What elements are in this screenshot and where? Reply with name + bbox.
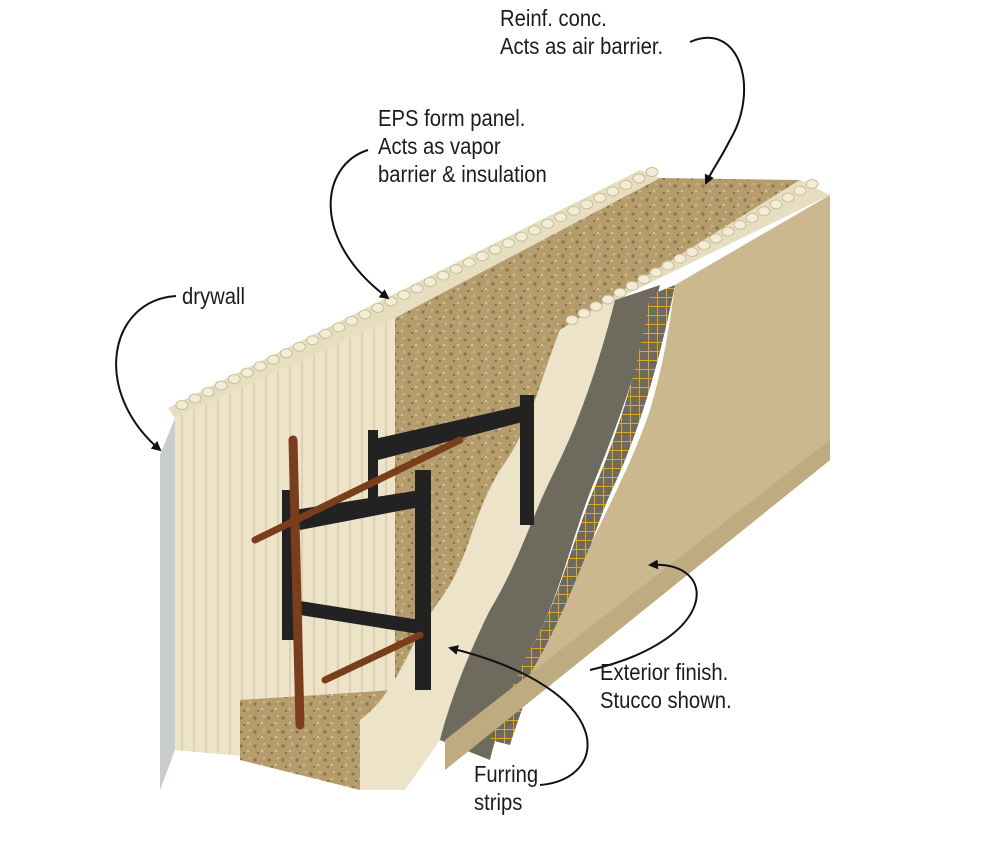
label-furring-strips: Furring strips (474, 760, 538, 816)
leader-arrow-reinforced-concrete (689, 36, 745, 185)
foam-knob (661, 260, 675, 271)
foam-knob (685, 247, 699, 257)
foam-knob (769, 199, 783, 210)
foam-knob (293, 341, 306, 352)
label-furring-strips-line-2: strips (474, 789, 523, 815)
furring-strip-back (520, 395, 534, 525)
rebar (251, 435, 464, 730)
foam-knob (214, 380, 228, 391)
foam-knob (488, 244, 502, 255)
foam-knob (475, 251, 489, 262)
foam-knob (606, 186, 620, 197)
label-drywall-line-1: drywall (182, 283, 245, 309)
concrete-core-top (395, 178, 800, 330)
foam-knob (501, 238, 515, 249)
foam-knob (580, 199, 594, 210)
foam-knob (649, 267, 663, 278)
label-exterior-finish-line-1: Exterior finish. (600, 659, 729, 685)
exterior-stucco-finish (445, 195, 830, 770)
foam-knob (721, 226, 735, 237)
rebar-horizontal-upper (251, 436, 464, 544)
foam-knob (528, 225, 541, 236)
foam-knob (541, 218, 555, 229)
foam-knob (345, 315, 359, 326)
foam-knob (514, 231, 528, 242)
foam-knob (733, 219, 747, 230)
leader-arrow-furring-strips (448, 645, 589, 786)
foam-knob (589, 301, 603, 312)
foam-knob (673, 253, 687, 264)
foam-knob (175, 400, 189, 410)
label-exterior-finish: Exterior finish. Stucco shown. (600, 658, 732, 714)
leader-arrow-drywall (115, 295, 177, 452)
foam-knob (423, 277, 437, 287)
foam-knob (227, 374, 241, 385)
foam-knob (745, 213, 759, 223)
foam-knob (371, 302, 385, 313)
foam-knob (306, 335, 320, 346)
furring-web-upper (294, 490, 430, 530)
foam-knob (188, 393, 202, 404)
leader-arrows (115, 36, 745, 786)
foam-knob (319, 328, 333, 339)
foam-knob (781, 192, 795, 203)
exterior-eps-knobs (565, 179, 819, 325)
foam-knob (625, 281, 639, 291)
foam-knob (697, 240, 711, 251)
foam-knob (637, 274, 651, 285)
label-eps-form-panel-line-3: barrier & insulation (378, 161, 547, 187)
label-reinforced-concrete: Reinf. conc. Acts as air barrier. (500, 4, 663, 60)
foam-knob (266, 354, 280, 365)
stucco-base-coat (440, 285, 660, 760)
label-eps-form-panel-line-1: EPS form panel. (378, 105, 526, 131)
foam-knob (279, 348, 293, 359)
label-eps-form-panel-line-2: Acts as vapor (378, 133, 501, 159)
label-reinforced-concrete-line-1: Reinf. conc. (500, 5, 607, 31)
foam-knob (613, 287, 627, 298)
foam-knob (358, 309, 372, 320)
drywall-sheet (160, 418, 175, 790)
exterior-stucco-shade (445, 195, 830, 770)
foam-knob (709, 233, 723, 244)
foam-knob (565, 315, 579, 325)
foam-knob (554, 212, 568, 223)
rebar-horizontal-lower (321, 631, 424, 684)
foam-knob (449, 264, 463, 275)
foam-knob (601, 294, 615, 305)
furring-web-back (370, 405, 530, 460)
concrete-core-footing (240, 700, 360, 790)
foam-knob (332, 322, 346, 333)
foam-knob (397, 290, 411, 300)
leader-arrow-eps-form-panel (329, 149, 390, 300)
label-reinforced-concrete-line-2: Acts as air barrier. (500, 33, 664, 59)
furring-strip-mid (368, 430, 378, 510)
reinforcing-mesh (490, 285, 675, 745)
foam-knob (410, 283, 424, 294)
label-furring-strips-line-1: Furring (474, 761, 539, 787)
furring-web-lower (294, 600, 425, 635)
foam-knob (757, 206, 771, 217)
foam-knob (567, 205, 581, 216)
label-exterior-finish-line-2: Stucco shown. (600, 687, 732, 713)
foam-knob (462, 257, 476, 268)
foam-knob (619, 179, 633, 190)
label-eps-form-panel: EPS form panel. Acts as vapor barrier & … (378, 104, 547, 188)
interior-eps-knobs (175, 167, 659, 410)
foam-knob (240, 367, 254, 378)
foam-knob (253, 361, 267, 372)
foam-knob (645, 167, 659, 177)
leader-arrow-exterior-finish (589, 559, 698, 671)
foam-knob (632, 173, 646, 184)
foam-knob (793, 185, 807, 196)
foam-knob (593, 192, 607, 203)
foam-knob (577, 308, 591, 319)
rebar-vertical (288, 435, 305, 730)
label-drywall: drywall (182, 282, 245, 310)
foam-knob (436, 270, 450, 281)
foam-knob (805, 179, 819, 189)
foam-knob (201, 387, 215, 398)
